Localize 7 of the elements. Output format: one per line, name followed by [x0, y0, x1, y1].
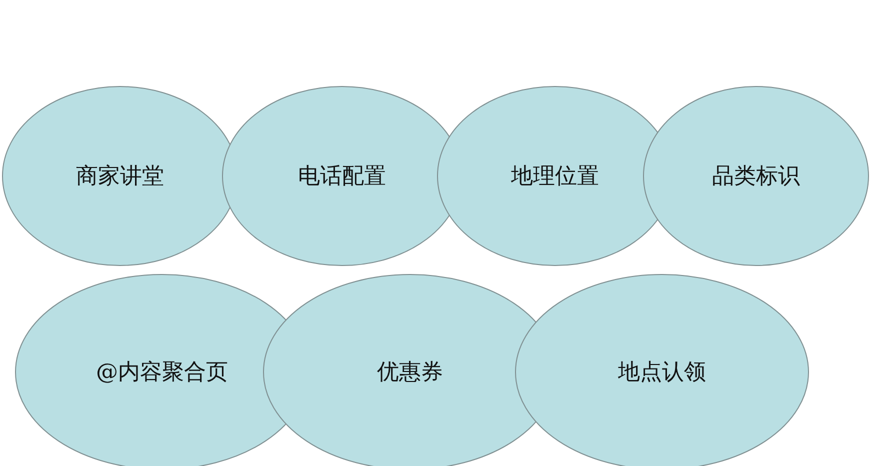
- node-label: @内容聚合页: [95, 359, 229, 387]
- node-label: 地理位置: [510, 163, 600, 191]
- node-label: 电话配置: [297, 163, 387, 191]
- node-label: 地点认领: [617, 359, 707, 387]
- node-label: 品类标识: [711, 163, 801, 191]
- node-label: 商家讲堂: [75, 163, 165, 191]
- node-label: 优惠券: [376, 359, 444, 387]
